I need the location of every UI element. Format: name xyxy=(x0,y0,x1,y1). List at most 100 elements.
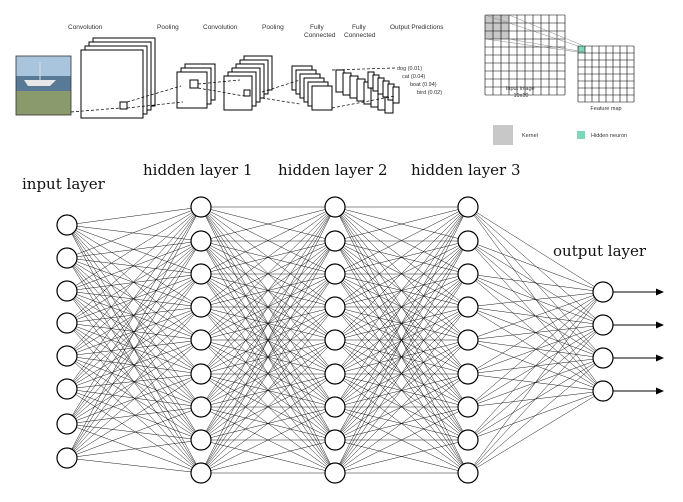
network-edge xyxy=(467,206,604,293)
neuron-node xyxy=(324,196,346,218)
network-edge xyxy=(334,206,469,242)
neuron-node xyxy=(190,396,212,418)
cnn-label-convolution-2: Convolution xyxy=(203,24,238,31)
network-edges xyxy=(66,206,604,474)
network-edge xyxy=(66,306,202,390)
network-edge xyxy=(467,273,604,293)
neuron-node xyxy=(56,345,78,367)
network-edge xyxy=(200,206,336,375)
network-edge xyxy=(334,206,469,474)
hidden-neuron-highlight xyxy=(578,46,585,53)
network-edge xyxy=(66,240,202,259)
network-edge xyxy=(66,373,202,390)
network-edge xyxy=(467,291,604,474)
network-edge xyxy=(66,273,202,292)
network-edge xyxy=(66,257,202,375)
network-edge xyxy=(66,406,202,459)
neuron-node xyxy=(56,214,78,236)
network-edge xyxy=(467,291,604,375)
network-edge xyxy=(334,240,469,408)
network-edge xyxy=(66,206,202,357)
network-edge xyxy=(66,423,202,474)
neuron-node xyxy=(592,314,614,336)
network-edge xyxy=(200,206,336,242)
network-edge xyxy=(200,406,336,474)
network-edge xyxy=(467,206,604,326)
neuron-node xyxy=(592,281,614,303)
network-edge xyxy=(467,339,604,359)
network-edge xyxy=(66,306,202,459)
cnn-connectors xyxy=(70,67,396,113)
network-edge xyxy=(467,339,604,392)
conv1-feature-maps xyxy=(80,37,156,119)
neuron-node xyxy=(324,230,346,252)
fc-layer-block xyxy=(392,86,400,104)
network-edge xyxy=(66,240,202,324)
neuron-node xyxy=(56,378,78,400)
fc1-line-1: Fully xyxy=(310,24,324,31)
network-edge xyxy=(66,290,202,308)
network-edge xyxy=(334,273,469,474)
output-arrow-head xyxy=(656,387,664,395)
neuron-node xyxy=(592,380,614,402)
network-edge xyxy=(200,206,336,474)
hidden-neuron-legend-label: Hidden neuron xyxy=(591,133,627,139)
output-arrow-head xyxy=(656,354,664,362)
neuron-node xyxy=(457,396,479,418)
output-arrow-head xyxy=(656,288,664,296)
prediction-boat: boat (0.94) xyxy=(410,82,437,88)
cnn-label-pooling-2: Pooling xyxy=(262,24,284,31)
fc-stacks xyxy=(335,69,400,114)
layer-label-hidden-3: hidden layer 3 xyxy=(411,161,521,179)
feature-map-label: Feature map xyxy=(590,106,621,112)
network-edge xyxy=(467,357,604,474)
network-edge xyxy=(467,291,604,308)
fc1-line-2: Connected xyxy=(304,32,336,39)
neuron-node xyxy=(190,196,212,218)
kernel-highlight xyxy=(485,15,509,39)
neuron-node xyxy=(56,312,78,334)
network-edge xyxy=(467,206,604,359)
layer-label-hidden-1: hidden layer 1 xyxy=(143,161,253,179)
cnn-label-fully-connected-2: Fully Connected xyxy=(344,24,376,39)
neuron-node xyxy=(324,296,346,318)
layer-label-output: output layer xyxy=(553,242,647,260)
network-edge xyxy=(200,206,336,308)
network-edge xyxy=(334,206,469,441)
fc2-line-1: Fully xyxy=(352,24,366,31)
network-edge xyxy=(334,240,469,308)
network-edge xyxy=(66,240,202,459)
kernel-legend-label: Kernel xyxy=(522,133,538,139)
neuron-node xyxy=(457,329,479,351)
network-edge xyxy=(334,406,469,474)
network-edge xyxy=(200,306,336,474)
neuron-node xyxy=(56,447,78,469)
cnn-label-convolution-1: Convolution xyxy=(68,24,103,31)
prediction-dog: dog (0.01) xyxy=(397,66,422,72)
neuron-node xyxy=(457,462,479,484)
network-edge xyxy=(334,439,469,474)
network-edge xyxy=(66,339,202,390)
neuron-node xyxy=(324,396,346,418)
network-edge xyxy=(334,240,469,275)
kernel-projection-lines xyxy=(484,14,585,53)
network-edge xyxy=(200,240,336,375)
network-edge xyxy=(467,324,604,474)
neuron-node xyxy=(324,363,346,385)
neuron-node xyxy=(457,296,479,318)
input-image-label-line-2: 10x10 xyxy=(514,93,529,99)
neuron-node xyxy=(324,263,346,285)
network-edge xyxy=(200,339,336,474)
input-image-label: Input image 10x10 xyxy=(506,86,536,99)
network-edge xyxy=(334,240,469,474)
neuron-node xyxy=(324,462,346,484)
network-edge xyxy=(200,206,336,408)
network-edge xyxy=(334,206,469,275)
neuron-node xyxy=(190,230,212,252)
network-edge xyxy=(66,206,202,425)
network-edge xyxy=(200,240,336,474)
network-edge xyxy=(66,273,202,459)
network-edge xyxy=(66,388,202,408)
network-edge xyxy=(66,388,202,441)
neuron-node xyxy=(190,263,212,285)
